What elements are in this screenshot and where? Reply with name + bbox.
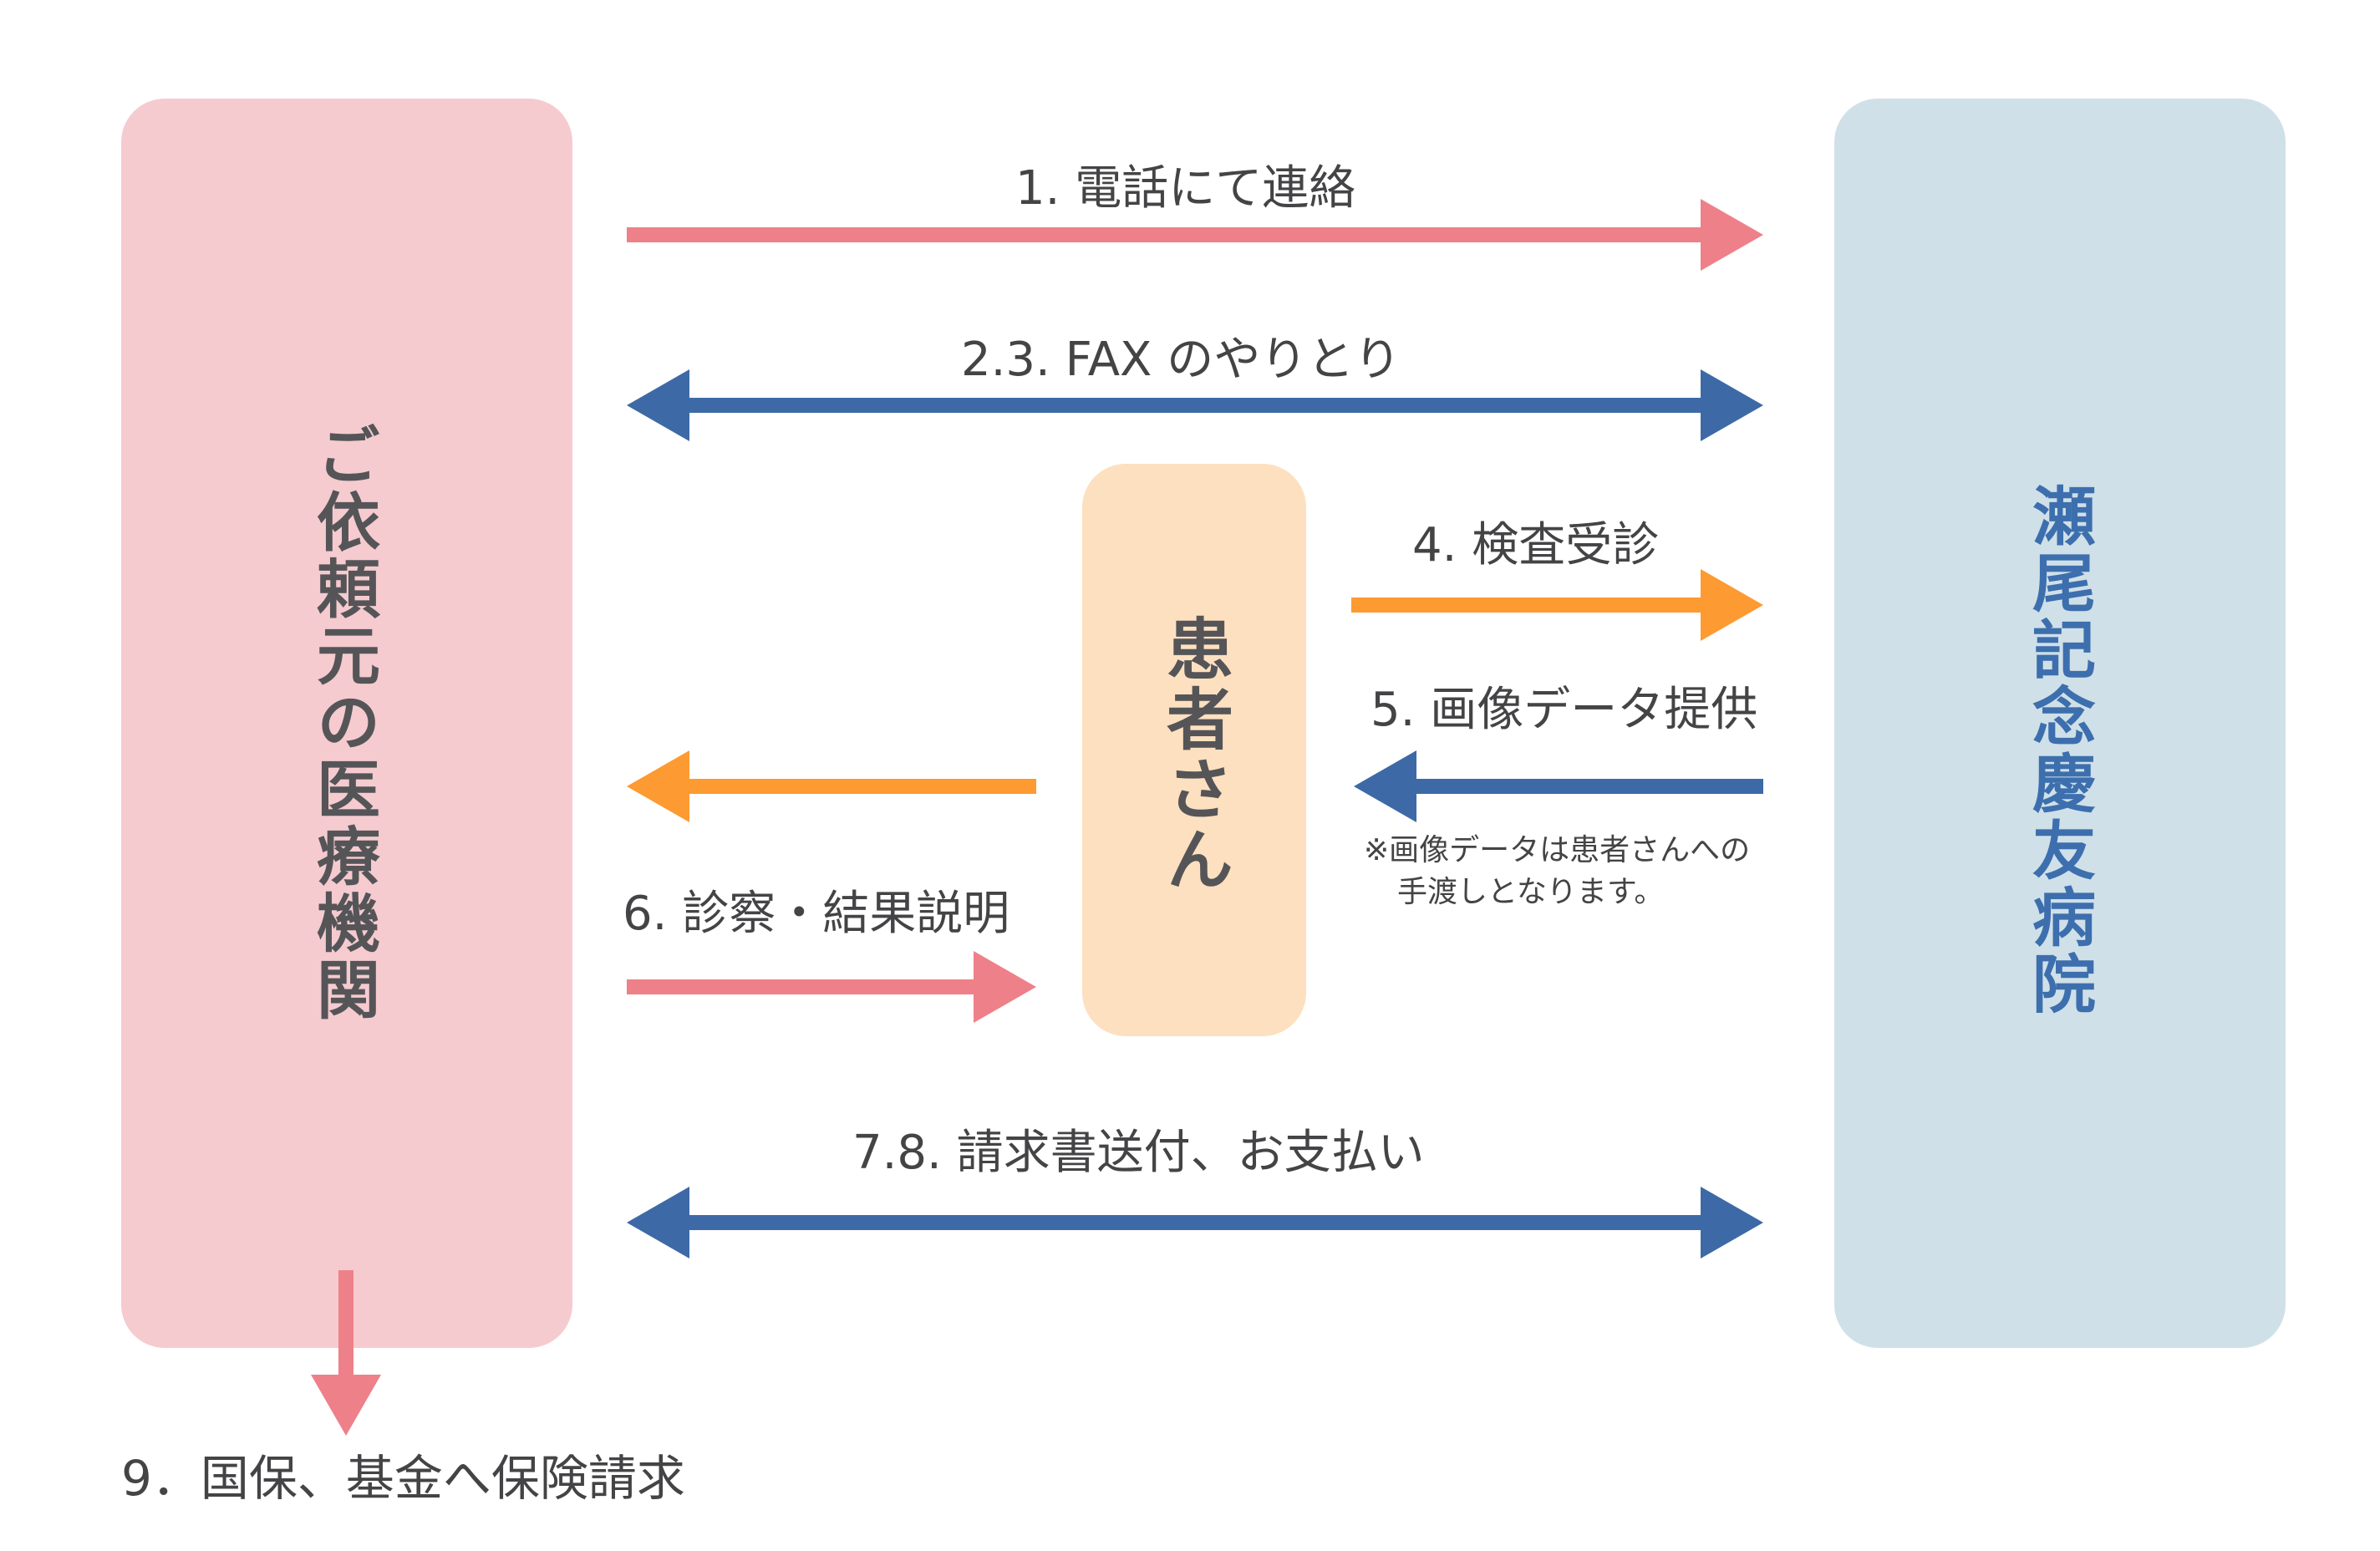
referring-institution-box — [121, 99, 572, 1348]
hospital-label: 瀬尾記念慶友病院 — [2021, 483, 2096, 1018]
patient-label: 患者さん — [1156, 614, 1233, 895]
step5-note-line1: ※画像データは患者さんへの — [1364, 833, 1751, 867]
step23-label: 2.3. FAX のやりとり — [961, 333, 1401, 387]
arrow-step23 — [627, 369, 1763, 441]
arrow-step6 — [627, 951, 1036, 1023]
referring-institution-label: ご依頼元の医療機関 — [306, 422, 380, 1024]
step78-label: 7.8. 請求書送付、お支払い — [852, 1126, 1425, 1180]
step5-note-line2: 手渡しとなります。 — [1397, 875, 1665, 909]
step5-label: 5. 画像データ提供 — [1371, 683, 1758, 737]
step9-label: 9．国保、基金へ保険請求 — [121, 1450, 685, 1507]
arrow-patient-to-institution — [627, 750, 1036, 822]
arrow-step1 — [627, 199, 1763, 271]
step1-label: 1. 電話にて連絡 — [1015, 161, 1356, 216]
arrow-step5 — [1354, 750, 1763, 822]
arrow-step4 — [1351, 569, 1763, 641]
step4-label: 4. 検査受診 — [1412, 518, 1660, 572]
step6-label: 6. 診察・結果説明 — [623, 887, 1010, 941]
arrow-step78 — [627, 1187, 1763, 1259]
patient-box — [1082, 464, 1306, 1036]
arrow-step9 — [311, 1270, 381, 1436]
hospital-box — [1834, 99, 2286, 1348]
